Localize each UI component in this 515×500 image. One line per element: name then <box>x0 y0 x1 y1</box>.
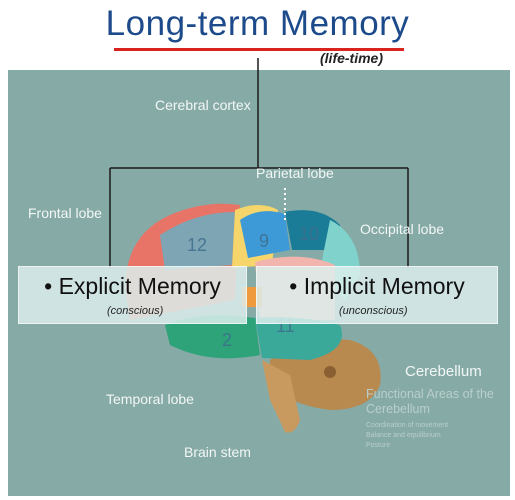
label-balance: Balance and equilibrium <box>366 432 441 439</box>
implicit-memory-sub: (unconscious) <box>339 305 408 317</box>
area-number-12: 12 <box>187 235 208 255</box>
explicit-memory-sub: (conscious) <box>107 305 164 317</box>
implicit-memory-label: • Implicit Memory <box>289 273 465 299</box>
implicit-memory-box: • Implicit Memory (unconscious) <box>256 266 498 324</box>
label-brain-stem: Brain stem <box>184 444 251 460</box>
area-number-10: 10 <box>299 224 320 244</box>
explicit-memory-box: • Explicit Memory (conscious) <box>18 266 247 324</box>
cerebellum-marker <box>324 366 336 378</box>
diagram-title: Long-term Memory <box>0 4 515 51</box>
region-11 <box>255 317 342 360</box>
label-cerebellum: Cerebellum <box>405 363 482 380</box>
label-cerebral-cortex: Cerebral cortex <box>155 97 251 113</box>
label-temporal-lobe: Temporal lobe <box>106 391 194 407</box>
explicit-memory-label: • Explicit Memory <box>44 273 221 299</box>
title-underline <box>114 48 404 51</box>
region-9 <box>240 211 290 258</box>
label-functional-areas: Functional Areas of the Cerebellum <box>366 387 494 416</box>
region-12 <box>160 212 235 270</box>
region-2 <box>165 315 260 359</box>
connector-lines <box>109 58 409 268</box>
label-posture: Posture <box>366 442 391 449</box>
brain-stem-shape <box>262 360 300 433</box>
label-coordination: Coordination of movement <box>366 422 449 429</box>
diagram-subtitle: (life-time) <box>320 50 383 66</box>
area-number-9: 9 <box>259 231 270 251</box>
title-text: Long-term Memory <box>105 4 410 43</box>
label-occipital-lobe: Occipital lobe <box>360 221 445 237</box>
label-frontal-lobe: Frontal lobe <box>28 205 102 221</box>
area-number-2: 2 <box>222 330 233 350</box>
label-parietal-lobe: Parietal lobe <box>256 165 334 181</box>
